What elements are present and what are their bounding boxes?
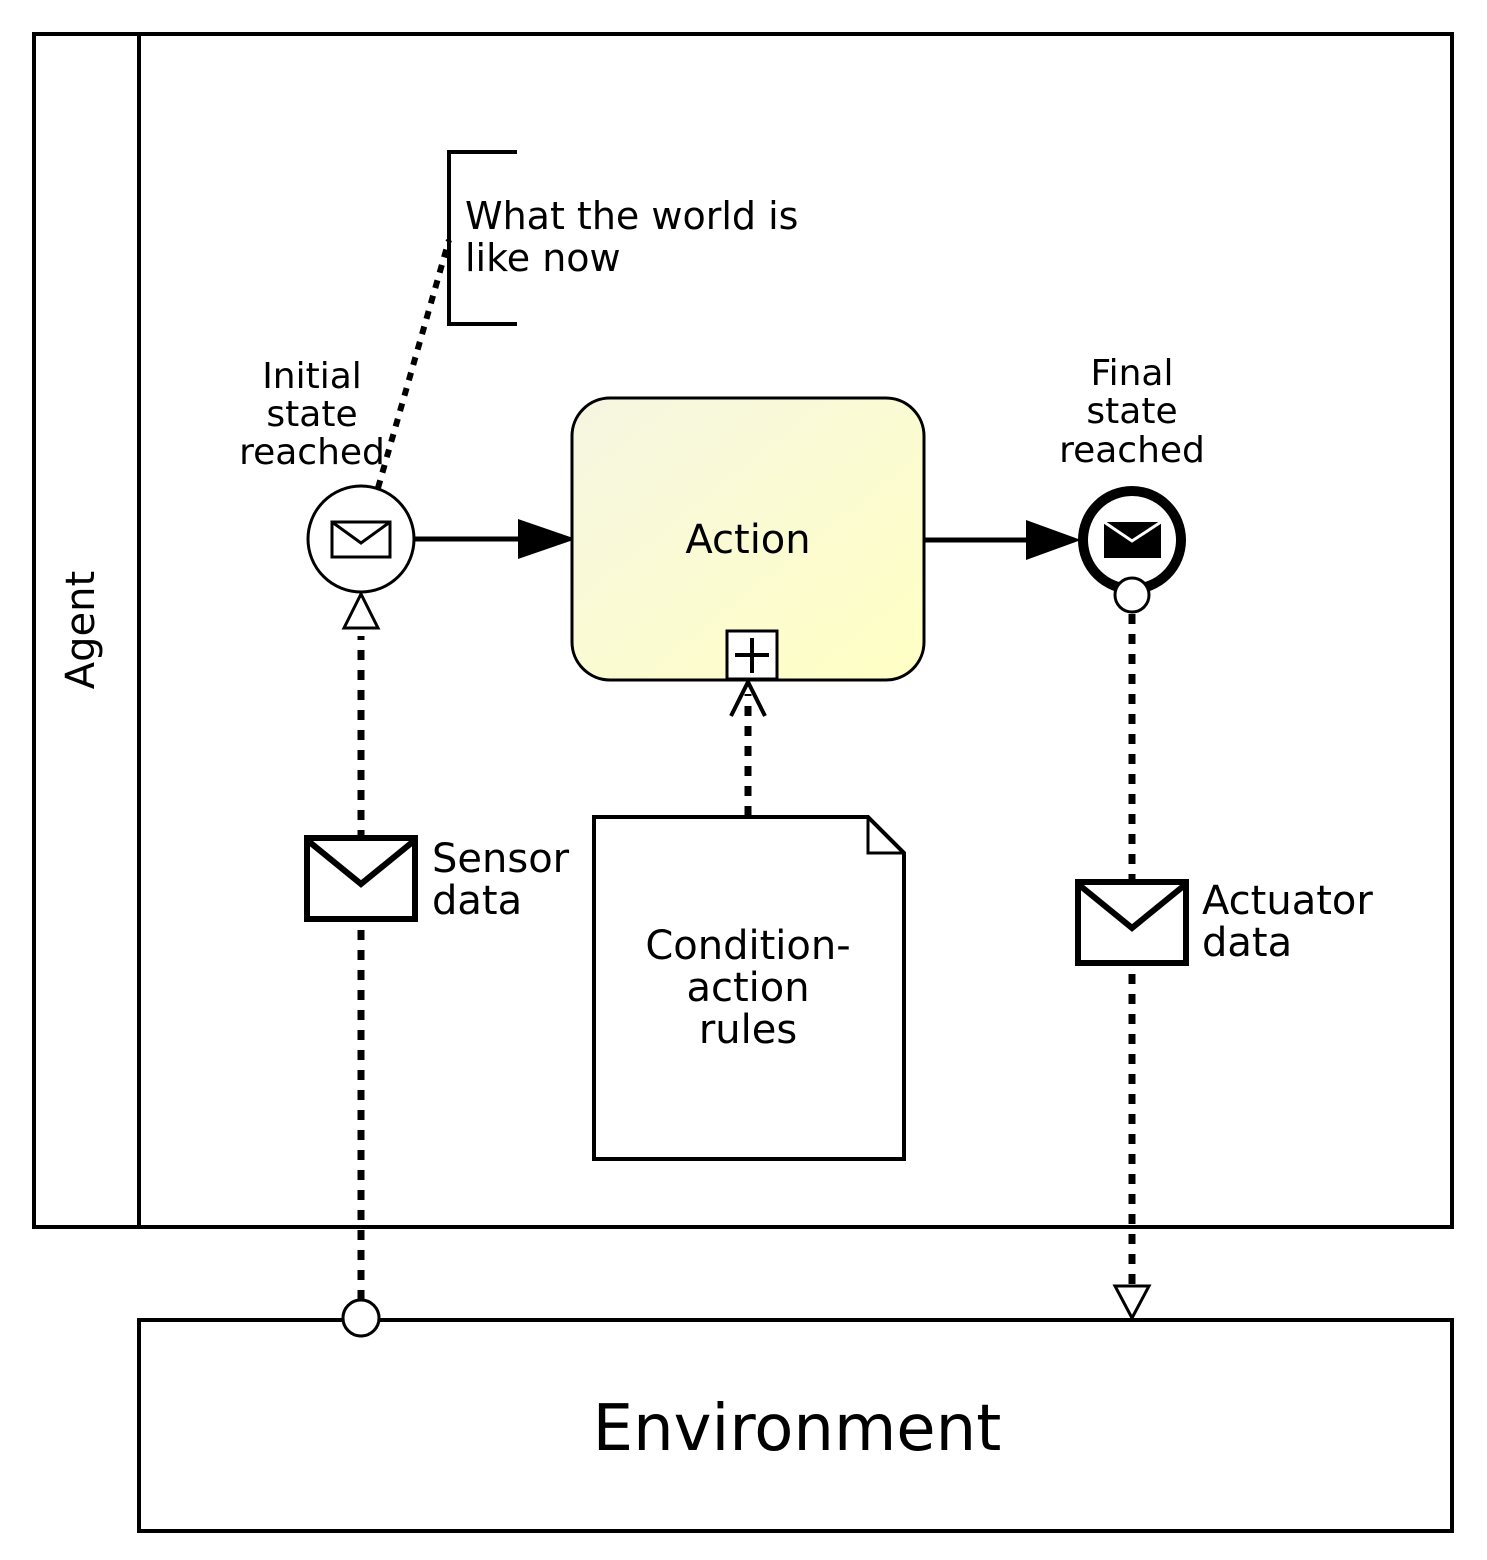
text-annotation: What the world is like now bbox=[447, 150, 798, 326]
message-flow-sensor[interactable] bbox=[341, 590, 381, 1338]
sensor-data-label-1: Sensor bbox=[432, 836, 570, 882]
action-task[interactable]: Action bbox=[570, 396, 926, 682]
message-flow-origin-icon bbox=[1113, 576, 1151, 614]
start-message-event[interactable] bbox=[306, 484, 416, 594]
actuator-data-label-2: data bbox=[1202, 920, 1292, 966]
action-task-label: Action bbox=[685, 517, 810, 563]
environment-label: Environment bbox=[593, 1392, 1002, 1466]
rules-label-1: Condition- bbox=[645, 923, 850, 969]
start-event-label-2: state bbox=[266, 394, 357, 435]
annotation-line-2: like now bbox=[465, 236, 621, 280]
arrow-head-icon bbox=[1026, 520, 1081, 560]
data-association-rules-to-action[interactable] bbox=[729, 677, 767, 816]
sequence-flow-action-to-end[interactable] bbox=[924, 520, 1081, 560]
sensor-data-message[interactable] bbox=[304, 835, 418, 922]
sequence-flow-start-to-action[interactable] bbox=[414, 519, 576, 559]
hollow-arrow-head-icon bbox=[341, 590, 381, 630]
actuator-data-label-1: Actuator bbox=[1202, 878, 1373, 924]
hollow-arrow-head-icon bbox=[1112, 1284, 1152, 1322]
agent-pool: Agent bbox=[32, 32, 1454, 1229]
end-message-event[interactable] bbox=[1078, 486, 1186, 594]
end-event-label-2: state bbox=[1086, 391, 1177, 432]
message-flow-actuator[interactable] bbox=[1112, 576, 1152, 1322]
environment-pool[interactable]: Environment bbox=[137, 1318, 1454, 1533]
sensor-data-label-2: data bbox=[432, 878, 522, 924]
condition-action-rules-document[interactable]: Condition- action rules bbox=[592, 815, 906, 1161]
envelope-icon bbox=[330, 520, 392, 559]
envelope-icon bbox=[1076, 881, 1188, 932]
arrow-head-icon bbox=[518, 519, 576, 559]
annotation-association bbox=[375, 239, 452, 489]
envelope-icon bbox=[305, 837, 417, 888]
actuator-data-message[interactable] bbox=[1075, 879, 1189, 966]
annotation-line-1: What the world is bbox=[465, 194, 798, 238]
message-flow-origin-icon bbox=[341, 1298, 381, 1338]
start-event-label-1: Initial bbox=[262, 356, 362, 397]
agent-lane-label: Agent bbox=[58, 571, 104, 689]
filled-envelope-icon bbox=[1103, 520, 1162, 558]
start-event-label-3: reached bbox=[239, 432, 385, 473]
rules-label-2: action bbox=[686, 965, 809, 1011]
subprocess-expand-icon[interactable] bbox=[725, 629, 779, 681]
rules-label-3: rules bbox=[699, 1007, 797, 1053]
end-event-label-1: Final bbox=[1091, 353, 1174, 394]
open-arrow-head-icon bbox=[729, 677, 767, 717]
end-event-label-3: reached bbox=[1059, 430, 1205, 471]
